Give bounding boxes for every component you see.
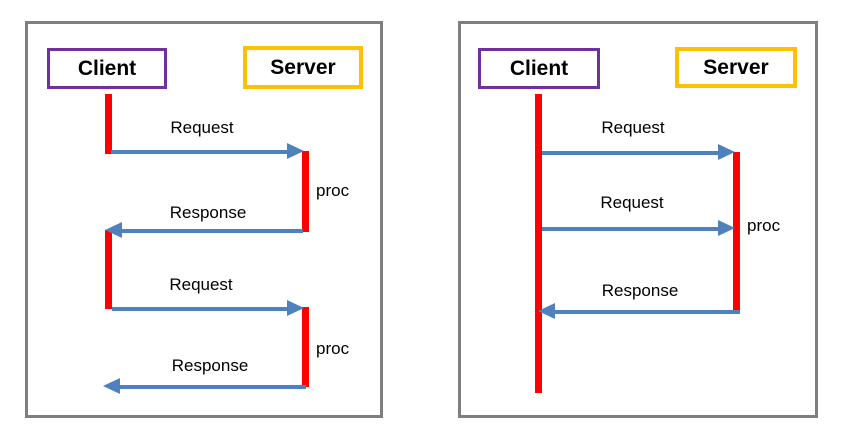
right-client-activation-bar: [535, 94, 542, 393]
left-message-label-3: Request: [169, 275, 233, 294]
left-request-arrow-2: [112, 300, 304, 317]
right-response-arrow: [538, 303, 740, 320]
left-server-activation-bar-1: [302, 151, 309, 232]
right-request-arrow-1: [542, 144, 735, 161]
left-proc-label-2: proc: [316, 339, 350, 358]
left-server-box: Server: [243, 46, 363, 89]
arrowhead-right-icon: [287, 300, 304, 316]
right-server-box: Server: [675, 47, 797, 88]
left-response-arrow-2: [103, 378, 306, 395]
arrowhead-left-icon: [538, 303, 555, 319]
arrow-line: [111, 150, 291, 154]
arrowhead-right-icon: [287, 143, 304, 159]
right-server-label: Server: [703, 55, 769, 79]
right-request-arrow-2: [542, 220, 735, 237]
left-server-activation-bar-2: [302, 307, 309, 387]
arrowhead-right-icon: [718, 220, 735, 236]
left-message-label-2: Response: [169, 203, 247, 222]
left-request-arrow-1: [111, 143, 304, 160]
arrow-line: [542, 151, 722, 155]
left-message-label-1: Request: [170, 118, 234, 137]
right-server-activation-bar: [733, 152, 740, 310]
right-proc-label: proc: [747, 216, 781, 235]
right-message-label-2: Request: [600, 193, 664, 212]
left-client-box: Client: [47, 48, 167, 89]
right-message-label-1: Request: [601, 118, 665, 137]
left-client-activation-bar-2: [105, 230, 112, 309]
arrowhead-left-icon: [105, 222, 122, 238]
arrow-line: [112, 307, 291, 311]
arrow-line: [116, 385, 306, 389]
right-client-label: Client: [509, 56, 569, 80]
left-server-label: Server: [270, 55, 336, 79]
right-client-box: Client: [478, 48, 600, 89]
arrowhead-left-icon: [103, 378, 120, 394]
left-message-label-4: Response: [171, 356, 249, 375]
arrow-line: [118, 229, 303, 233]
left-response-arrow-1: [105, 222, 303, 239]
left-client-activation-bar-1: [105, 94, 112, 154]
left-proc-label-1: proc: [316, 181, 350, 200]
right-message-label-3: Response: [601, 281, 679, 300]
arrowhead-right-icon: [718, 144, 735, 160]
left-client-label: Client: [77, 56, 137, 80]
arrow-line: [542, 227, 722, 231]
arrow-line: [551, 310, 740, 314]
